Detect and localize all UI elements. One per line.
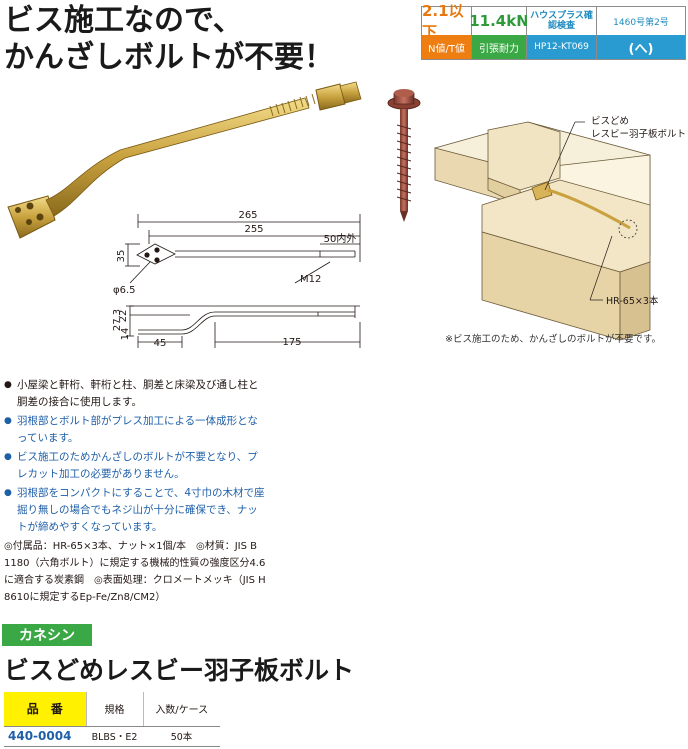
spec-notice: 1460号第2号 (へ) (597, 7, 685, 59)
bolt-photo (7, 81, 362, 239)
spec-tensile: 11.4kN 引張耐力 (469, 7, 529, 59)
spec-badges: 2.1以下 N値/T値 11.4kN 引張耐力 ハウスプラス確認検査 HP12-… (421, 2, 686, 60)
table-row: 440-0004 BLBS・E2 50本 (4, 726, 220, 747)
brand-badge: カネシン (2, 624, 92, 646)
dim-thread: 50内外 (324, 232, 357, 245)
dim-27-3: 27.3 (112, 309, 123, 331)
dim-45: 45 (154, 338, 167, 349)
headline-line-2: かんざしボルトが不要！ (4, 40, 334, 75)
top-view-drawing (125, 214, 361, 284)
product-name: ビスどめレスビー羽子板ボルト (4, 656, 355, 685)
dim-265: 265 (238, 210, 257, 221)
dim-14: 14 (120, 328, 131, 341)
feature-list: 小屋梁と軒桁、軒桁と柱、胴差と床梁及び通し柱と胴差の接合に使用します。 羽根部と… (4, 377, 266, 538)
col-header-part-no: 品 番 (4, 692, 86, 727)
col-header-quantity: 入数/ケース (142, 692, 220, 727)
product-illustrations: 265 255 50内外 35 φ6.5 M12 27.3 22 14 45 1… (7, 81, 686, 349)
spec-notes: ◎付属品：HR-65×3本、ナット×1個/本 ◎材質：JIS B 1180（六角… (4, 541, 266, 603)
install-callout-1: ビスどめ (591, 116, 629, 127)
screw-photo (387, 89, 421, 222)
headline-line-1: ビス施工なので、 (4, 3, 243, 38)
feature-item: 羽根部とボルト部がプレス加工による一体成形となっています。 (4, 413, 266, 447)
dim-175: 175 (282, 337, 301, 348)
dim-35: 35 (116, 250, 127, 263)
feature-item: ビス施工のためかんざしのボルトが不要となり、プレカット加工の必要がありません。 (4, 449, 266, 483)
install-screw-label: HR-65×3本 (606, 295, 659, 307)
dim-255: 255 (244, 224, 263, 235)
headline: ビス施工なので、 かんざしボルトが不要！ (4, 2, 334, 76)
dim-bolt: M12 (300, 274, 321, 285)
install-note: ※ビス施工のため、かんざしのボルトが不要です。 (445, 334, 662, 345)
spec-certification: ハウスプラス確認検査 HP12-KT069 (527, 7, 597, 59)
install-callout-2: レスビー羽子板ボルト (591, 128, 686, 140)
dim-22: 22 (118, 310, 129, 323)
case-quantity: 50本 (143, 726, 220, 747)
product-table: 品 番 規格 入数/ケース 440-0004 BLBS・E2 50本 (4, 692, 220, 747)
spec-code: BLBS・E2 (86, 726, 143, 747)
col-header-spec: 規格 (85, 692, 143, 727)
installation-diagram (434, 121, 651, 341)
spec-n-value: 2.1以下 N値/T値 (422, 2, 472, 59)
part-number: 440-0004 (4, 726, 86, 747)
side-view-drawing (126, 305, 361, 348)
feature-item: 羽根部をコンパクトにすることで、4寸巾の木材で座掘り無しの場合でもネジ山が十分に… (4, 485, 266, 536)
dim-hole: φ6.5 (113, 285, 136, 296)
feature-item: 小屋梁と軒桁、軒桁と柱、胴差と床梁及び通し柱と胴差の接合に使用します。 (4, 377, 266, 411)
